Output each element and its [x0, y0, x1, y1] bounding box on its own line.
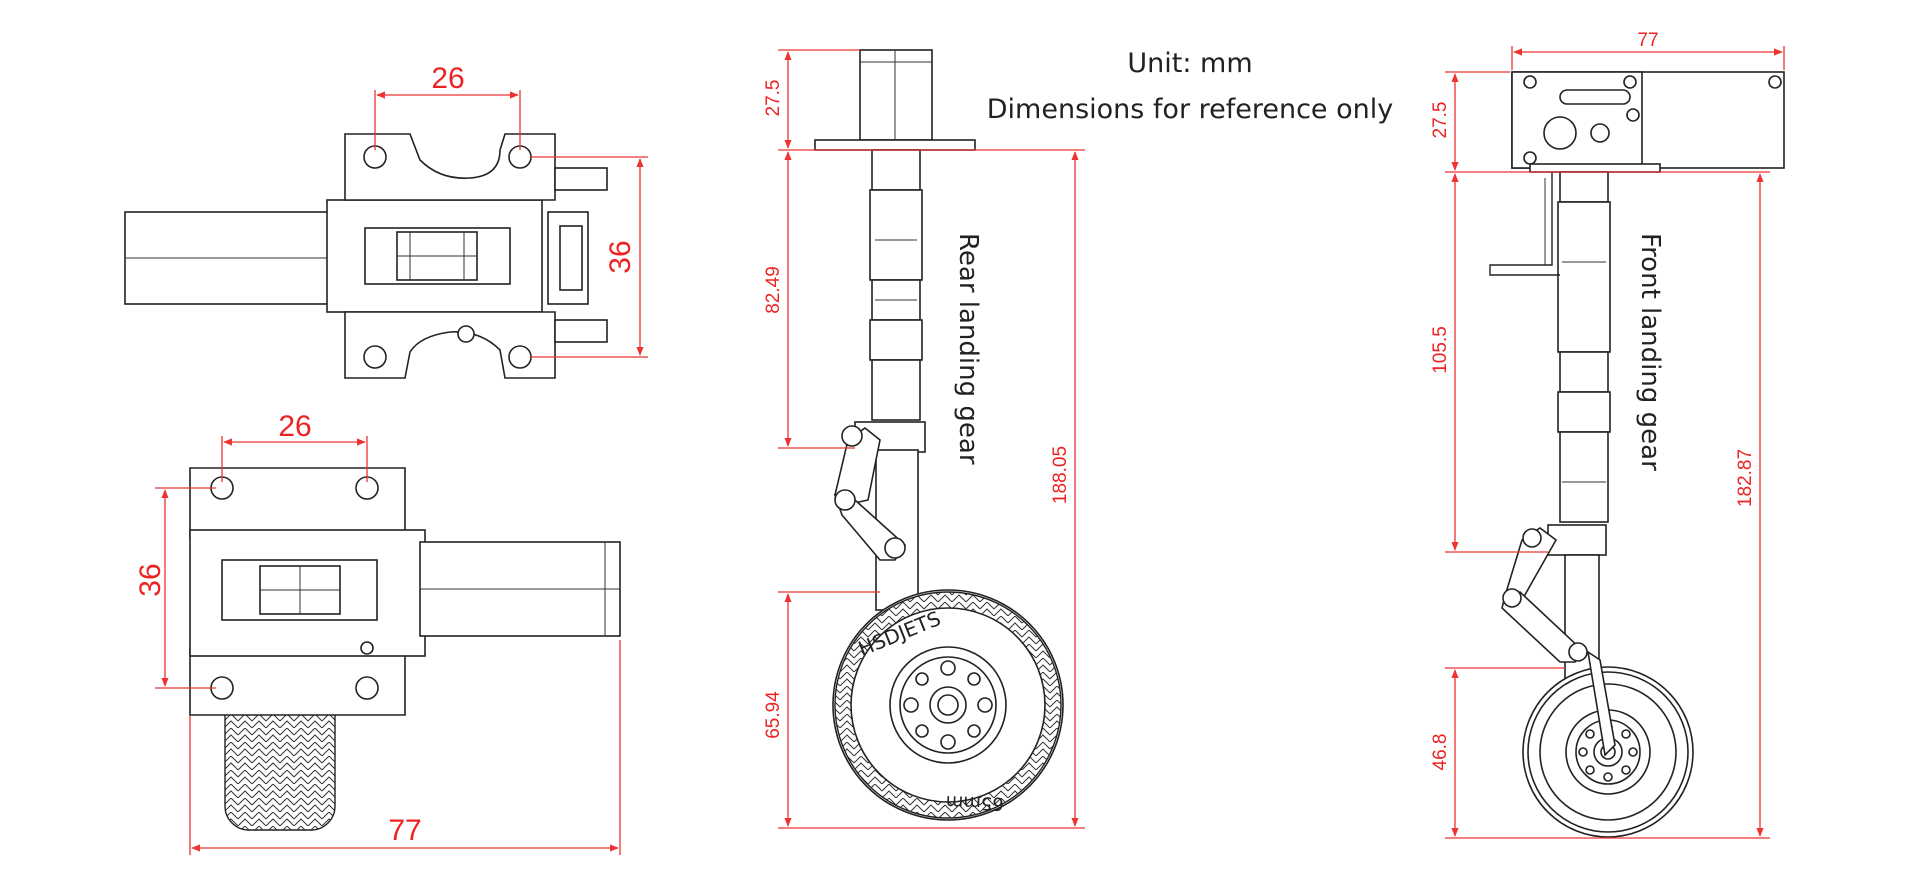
tire-size: 65mm [945, 791, 1004, 814]
front-landing-gear: Front landing gear 77 27.5 105.5 46.8 18… [1430, 30, 1785, 839]
dim-label: 188.05 [1050, 446, 1071, 504]
rear-gear-body: HSDJETS 65mm [814, 49, 1064, 821]
front-gear-body [1489, 71, 1785, 838]
top-view-dim-36: 36 [530, 156, 648, 358]
top-view: 26 36 [124, 62, 648, 379]
dim-label: 182.87 [1735, 449, 1756, 507]
bottom-view: 26 36 77 [134, 410, 621, 855]
dim-label: 27.5 [763, 80, 784, 117]
dim-label: 105.5 [1430, 326, 1451, 374]
bottom-view-dim-77: 77 [189, 640, 621, 855]
front-gear-label: Front landing gear [1635, 233, 1665, 471]
dim-label: 36 [604, 240, 637, 273]
rear-gear-label: Rear landing gear [953, 233, 983, 465]
bottom-view-dim-26: 26 [221, 410, 368, 482]
mount-hole [355, 676, 379, 700]
dim-label: 26 [431, 62, 464, 95]
dim-label: 65.94 [763, 691, 784, 739]
dim-label: 26 [278, 410, 311, 443]
top-view-dim-26: 26 [374, 62, 521, 150]
mount-hole [508, 345, 532, 369]
mount-hole [363, 345, 387, 369]
header-notes: Unit: mm Dimensions for reference only [987, 48, 1394, 125]
dim-label: 36 [134, 563, 167, 596]
dim-label: 77 [388, 814, 421, 847]
front-gear-dims: 77 27.5 105.5 46.8 182.87 [1430, 30, 1785, 839]
dim-label: 46.8 [1430, 734, 1451, 771]
bottom-view-body [189, 467, 621, 831]
rear-gear-dims: 27.5 82.49 65.94 188.05 [763, 49, 1085, 829]
unit-label: Unit: mm [1127, 48, 1252, 79]
dim-label: 77 [1637, 30, 1658, 51]
dim-label: 27.5 [1430, 102, 1451, 139]
dim-label: 82.49 [763, 266, 784, 314]
reference-note: Dimensions for reference only [987, 94, 1394, 125]
bottom-view-dim-36: 36 [134, 487, 216, 689]
rear-landing-gear: HSDJETS 65mm Rear landing gear 27.5 82.4… [763, 49, 1085, 829]
top-view-body [124, 133, 608, 379]
